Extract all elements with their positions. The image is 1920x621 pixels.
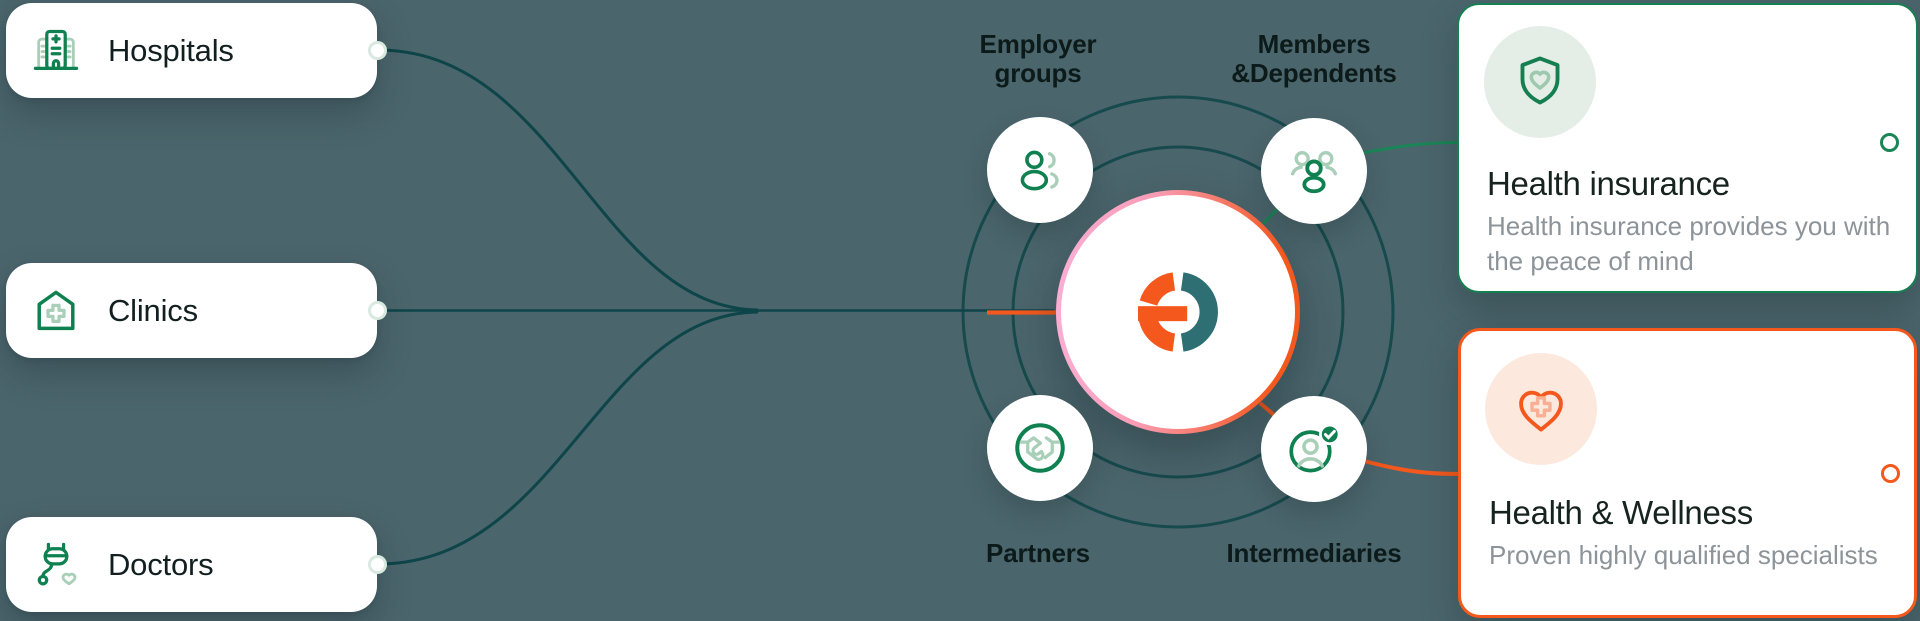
- satellite-node-intermediaries: [1261, 396, 1367, 502]
- connector-port: [368, 41, 387, 60]
- satellite-node-employer-groups: [987, 117, 1093, 223]
- brand-logo: [1138, 272, 1218, 352]
- orbit-ring-outer: [961, 95, 1395, 529]
- shield-heart-icon: [1520, 56, 1560, 105]
- wire-members-insurance: [1361, 141, 1459, 155]
- card-title: Health insurance: [1487, 165, 1730, 202]
- node-label-employer-groups: Employer groups: [979, 29, 1097, 88]
- icon-badge: [1485, 353, 1597, 465]
- wire-hospitals: [381, 48, 759, 312]
- clinics-card: Clinics: [6, 263, 377, 358]
- card-description: Health insurance provides you with the p…: [1487, 211, 1891, 276]
- node-label-members-dependents: Members &Dependents: [1231, 29, 1397, 88]
- satellite-node-partners: [987, 395, 1093, 501]
- health-wellness-card: Health & Wellness Proven highly qualifie…: [1458, 328, 1917, 618]
- connector-port: [1881, 464, 1900, 483]
- hub-inner-circle: [1061, 195, 1295, 429]
- card-label: Hospitals: [108, 32, 234, 68]
- connector-port: [368, 301, 387, 320]
- icon-badge: [1484, 26, 1596, 138]
- heart-cross-icon: [1519, 390, 1563, 432]
- node-label-intermediaries: Intermediaries: [1226, 538, 1402, 568]
- intermediaries-icon: [1289, 423, 1341, 473]
- satellite-node-members-dependents: [1261, 118, 1367, 224]
- doctor-icon: [37, 542, 77, 585]
- connector-port: [368, 555, 387, 574]
- wire-intermediaries-wellness: [1363, 459, 1460, 476]
- hospital-icon: [33, 29, 79, 70]
- partners-handshake-icon: [1015, 423, 1065, 473]
- hub: [1056, 190, 1300, 434]
- connector-port: [1880, 133, 1899, 152]
- card-title: Health & Wellness: [1489, 494, 1753, 531]
- members-dependents-icon: [1290, 150, 1338, 194]
- clinic-icon: [37, 290, 75, 330]
- card-label: Doctors: [108, 546, 214, 582]
- employer-groups-icon: [1020, 150, 1059, 191]
- doctors-card: Doctors: [6, 517, 377, 612]
- card-label: Clinics: [108, 292, 198, 328]
- hospitals-card: Hospitals: [6, 3, 377, 98]
- health-insurance-card: Health insurance Health insurance provid…: [1457, 3, 1918, 293]
- wire-doctors: [381, 310, 759, 566]
- card-description: Proven highly qualified specialists: [1489, 540, 1878, 570]
- node-label-partners: Partners: [986, 538, 1090, 568]
